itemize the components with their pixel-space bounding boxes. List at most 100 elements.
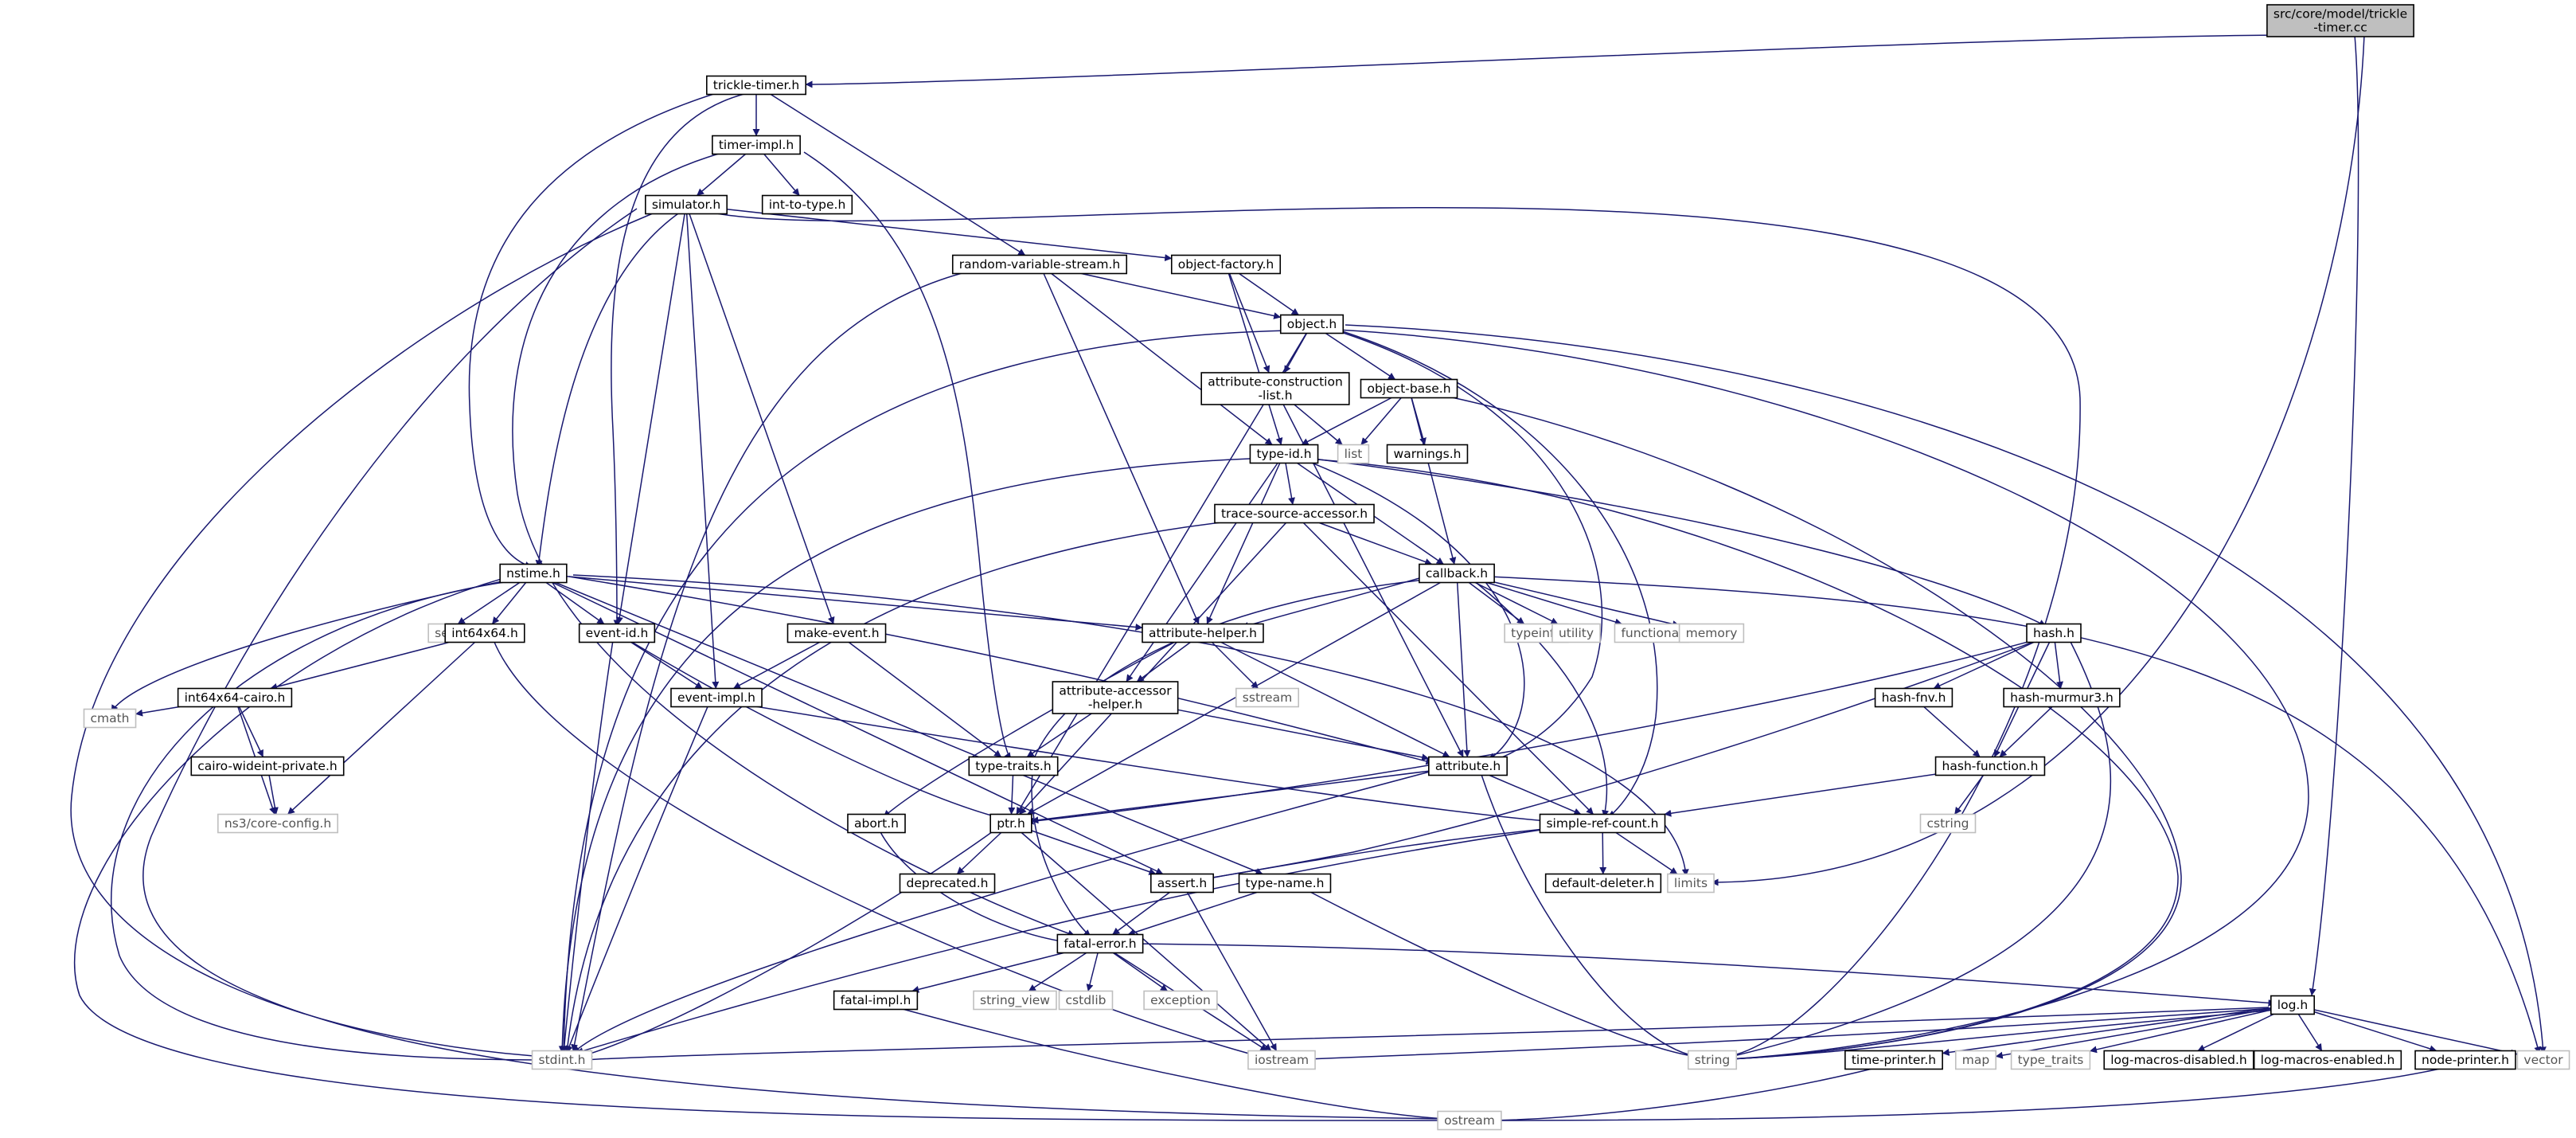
edge-log-to-string bbox=[1727, 1009, 2277, 1063]
node-random-variable-stream[interactable]: random-variable-stream.h bbox=[951, 254, 1128, 275]
node-hash-function[interactable]: hash-function.h bbox=[1934, 756, 2046, 776]
node-box bbox=[1337, 444, 1370, 464]
node-object-factory[interactable]: object-factory.h bbox=[1170, 254, 1282, 275]
node-object[interactable]: object.h bbox=[1279, 314, 1345, 334]
node-hash[interactable]: hash.h bbox=[2026, 623, 2082, 643]
edge-simulator-to-ostream bbox=[142, 208, 1454, 1123]
node-make-event[interactable]: make-event.h bbox=[786, 623, 887, 643]
edge-fatal-error-to-log bbox=[1130, 943, 2276, 1007]
node-label: log-macros-enabled.h bbox=[2261, 1053, 2395, 1067]
node-time-printer[interactable]: time-printer.h bbox=[1844, 1050, 1943, 1070]
edge-timer-impl-to-int-to-type bbox=[763, 154, 800, 196]
node-attribute-construction-list[interactable]: attribute-construction-list.h bbox=[1200, 372, 1350, 405]
edge-attribute-helper-to-abort bbox=[883, 639, 1179, 818]
node-callback[interactable]: callback.h bbox=[1419, 563, 1495, 584]
node-label: int64x64.h bbox=[451, 626, 518, 640]
node-warnings[interactable]: warnings.h bbox=[1386, 444, 1469, 464]
node-label: -list.h bbox=[1258, 389, 1292, 403]
node-nstime[interactable]: nstime.h bbox=[499, 563, 568, 584]
edge-hash-to-hash-fnv bbox=[1933, 641, 2035, 690]
edge-attribute-construction-list-to-list bbox=[1294, 404, 1343, 446]
node-exception[interactable]: exception bbox=[1143, 990, 1218, 1011]
node-box bbox=[1249, 444, 1319, 464]
edge-object-base-to-list bbox=[1360, 397, 1402, 445]
node-memory[interactable]: memory bbox=[1678, 623, 1745, 643]
edge-object-to-stdint bbox=[560, 330, 1289, 1054]
node-cairo-wideint-private[interactable]: cairo-wideint-private.h bbox=[190, 756, 345, 776]
node-utility[interactable]: utility bbox=[1551, 623, 1601, 643]
node-type-id[interactable]: type-id.h bbox=[1249, 444, 1319, 464]
node-label: warnings.h bbox=[1394, 447, 1462, 461]
edge-log-to-map bbox=[1995, 1007, 2271, 1059]
node-default-deleter[interactable]: default-deleter.h bbox=[1544, 873, 1662, 894]
file-nodes: src/core/model/trickle-timer.cc trickle-t… bbox=[83, 4, 2570, 1131]
edge-hash-to-string bbox=[1727, 639, 2112, 1060]
node-label: -helper.h bbox=[1088, 698, 1142, 712]
node-label: fatal-error.h bbox=[1064, 937, 1136, 951]
node-root[interactable]: src/core/model/trickle-timer.cc bbox=[2266, 4, 2414, 37]
edge-hash-function-to-cstring bbox=[1953, 775, 1985, 815]
node-log-macros-disabled[interactable]: log-macros-disabled.h bbox=[2103, 1050, 2254, 1070]
node-cstring[interactable]: cstring bbox=[1919, 813, 1977, 834]
node-attribute[interactable]: attribute.h bbox=[1428, 756, 1508, 776]
node-label: object-base.h bbox=[1367, 381, 1450, 396]
node-event-impl[interactable]: event-impl.h bbox=[670, 687, 763, 708]
edge-root-to-log bbox=[2309, 34, 2359, 996]
node-box bbox=[968, 756, 1059, 776]
node-assert[interactable]: assert.h bbox=[1150, 873, 1214, 894]
edge-trace-source-accessor-to-simple-ref-count bbox=[1302, 522, 1594, 815]
node-cstdlib[interactable]: cstdlib bbox=[1058, 990, 1114, 1011]
node-map[interactable]: map bbox=[1954, 1050, 1997, 1070]
node-ostream[interactable]: ostream bbox=[1437, 1110, 1502, 1131]
node-sstream[interactable]: sstream bbox=[1235, 687, 1300, 708]
node-label: memory bbox=[1686, 626, 1738, 640]
node-box bbox=[531, 1050, 593, 1070]
node-vector[interactable]: vector bbox=[2516, 1050, 2570, 1070]
node-box bbox=[1056, 933, 1144, 954]
node-string[interactable]: string bbox=[1687, 1050, 1738, 1070]
node-limits[interactable]: limits bbox=[1667, 873, 1715, 894]
node-timer-impl[interactable]: timer-impl.h bbox=[712, 135, 801, 155]
node-iostream[interactable]: iostream bbox=[1247, 1050, 1316, 1070]
edge-object-base-to-type-id bbox=[1301, 397, 1392, 446]
node-functional[interactable]: functional bbox=[1614, 623, 1690, 643]
node-type-name[interactable]: type-name.h bbox=[1238, 873, 1332, 894]
node-int64x64-cairo[interactable]: int64x64-cairo.h bbox=[177, 687, 293, 708]
node-hash-fnv[interactable]: hash-fnv.h bbox=[1874, 687, 1953, 708]
node-stdint[interactable]: stdint.h bbox=[531, 1050, 593, 1070]
node-label: simple-ref-count.h bbox=[1546, 816, 1658, 831]
edge-type-id-to-attribute-accessor-helper bbox=[1126, 463, 1278, 682]
edge-abort-to-fatal-error bbox=[879, 830, 1067, 945]
node-simple-ref-count[interactable]: simple-ref-count.h bbox=[1539, 813, 1666, 834]
node-log-macros-enabled[interactable]: log-macros-enabled.h bbox=[2253, 1050, 2402, 1070]
node-box bbox=[83, 708, 137, 729]
node-box bbox=[578, 623, 656, 643]
node-cmath[interactable]: cmath bbox=[83, 708, 137, 729]
edge-nstime-to-cmath bbox=[111, 579, 510, 713]
node-trickle-timer[interactable]: trickle-timer.h bbox=[705, 75, 807, 96]
node-node-printer[interactable]: node-printer.h bbox=[2414, 1050, 2516, 1070]
node-ptr[interactable]: ptr.h bbox=[989, 813, 1032, 834]
node-type_traits[interactable]: type_traits bbox=[2010, 1050, 2091, 1070]
node-event-id[interactable]: event-id.h bbox=[578, 623, 656, 643]
node-string_view[interactable]: string_view bbox=[973, 990, 1057, 1011]
node-hash-murmur3[interactable]: hash-murmur3.h bbox=[2003, 687, 2121, 708]
node-attribute-accessor-helper[interactable]: attribute-accessor-helper.h bbox=[1052, 681, 1179, 714]
node-list[interactable]: list bbox=[1337, 444, 1370, 464]
node-core-config[interactable]: ns3/core-config.h bbox=[217, 813, 338, 834]
node-fatal-impl[interactable]: fatal-impl.h bbox=[833, 990, 919, 1011]
node-int64x64[interactable]: int64x64.h bbox=[444, 623, 525, 643]
node-int-to-type[interactable]: int-to-type.h bbox=[761, 194, 853, 215]
node-attribute-helper[interactable]: attribute-helper.h bbox=[1142, 623, 1264, 643]
node-abort[interactable]: abort.h bbox=[847, 813, 906, 834]
node-fatal-error[interactable]: fatal-error.h bbox=[1056, 933, 1144, 954]
edge-random-variable-stream-to-stdint bbox=[571, 270, 972, 1052]
node-type-traits[interactable]: type-traits.h bbox=[968, 756, 1059, 776]
node-label: typeinfo bbox=[1511, 626, 1562, 640]
node-trace-source-accessor[interactable]: trace-source-accessor.h bbox=[1214, 503, 1375, 524]
node-log[interactable]: log.h bbox=[2270, 995, 2315, 1015]
node-deprecated[interactable]: deprecated.h bbox=[899, 873, 996, 894]
node-simulator[interactable]: simulator.h bbox=[645, 194, 728, 215]
edge-nstime-to-attribute-helper bbox=[566, 575, 1143, 631]
node-object-base[interactable]: object-base.h bbox=[1360, 378, 1458, 399]
